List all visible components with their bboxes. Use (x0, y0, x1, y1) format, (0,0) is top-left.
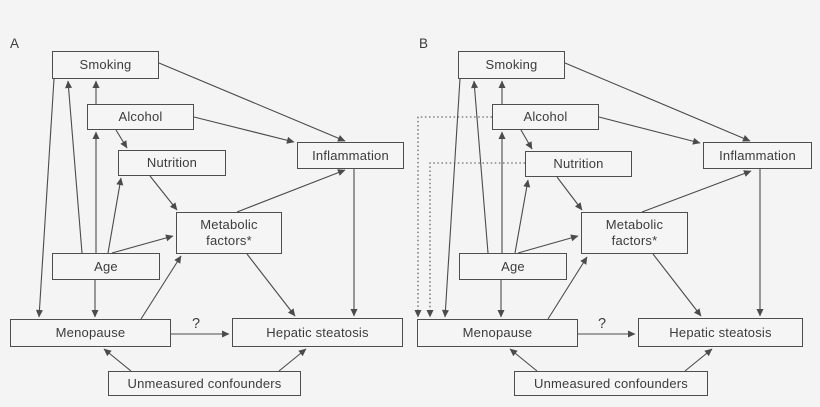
node-a-age: Age (52, 253, 160, 280)
node-b-age: Age (459, 253, 567, 280)
edge-b-age-to-smoking (471, 80, 489, 254)
edge-a-smoking-to-inflammation (158, 62, 346, 142)
edge-b-menopause-to-metabolic-factors (547, 256, 588, 320)
edge-a-metabolic-factors-to-hepatic-steatosis (246, 253, 296, 317)
node-b-nutrition: Nutrition (525, 151, 632, 177)
edge-a-metabolic-factors-to-inflammation (236, 169, 346, 213)
edge-b-smoking-to-menopause (441, 78, 461, 318)
node-b-inflammation: Inflammation (703, 142, 812, 169)
edge-b-nutrition-to-metabolic-factors (556, 176, 583, 211)
edge-label-a-menopause-to-hepatic-steatosis: ? (191, 316, 201, 332)
edge-b-metabolic-factors-to-hepatic-steatosis (652, 253, 702, 317)
node-b-metabolic-factors: Metabolic factors* (581, 212, 688, 254)
node-b-unmeasured-confounders: Unmeasured confounders (514, 371, 708, 396)
node-a-nutrition: Nutrition (118, 150, 226, 176)
edge-b-alcohol-to-inflammation (598, 116, 701, 145)
node-b-hepatic-steatosis: Hepatic steatosis (638, 318, 803, 347)
edge-b-nutrition-to-menopause (426, 162, 525, 318)
edge-a-age-to-smoking (65, 80, 83, 254)
panel-b-label: B (419, 36, 429, 51)
edge-b-age-to-nutrition (514, 179, 531, 254)
edge-b-unmeasured-confounders-to-menopause (509, 348, 538, 372)
edge-label-b-menopause-to-hepatic-steatosis: ? (597, 316, 607, 332)
edge-a-menopause-to-metabolic-factors (140, 255, 182, 320)
node-b-alcohol: Alcohol (492, 104, 599, 130)
edge-b-alcohol-to-menopause (414, 116, 492, 318)
panel-a-label: A (10, 36, 20, 51)
edge-a-age-to-nutrition (107, 177, 124, 254)
node-a-menopause: Menopause (10, 319, 171, 347)
node-a-hepatic-steatosis: Hepatic steatosis (232, 318, 403, 347)
node-a-metabolic-factors: Metabolic factors* (176, 212, 282, 254)
edge-a-unmeasured-confounders-to-hepatic-steatosis (278, 348, 307, 372)
node-b-menopause: Menopause (417, 319, 578, 347)
edge-a-smoking-to-menopause (35, 78, 55, 318)
node-a-unmeasured-confounders: Unmeasured confounders (108, 371, 301, 396)
edge-a-alcohol-to-nutrition (115, 129, 128, 149)
node-a-inflammation: Inflammation (297, 142, 404, 169)
edge-b-smoking-to-inflammation (564, 62, 751, 142)
node-a-alcohol: Alcohol (87, 104, 194, 130)
edge-a-unmeasured-confounders-to-menopause (103, 348, 132, 372)
edge-a-nutrition-to-metabolic-factors (149, 175, 178, 211)
edge-b-unmeasured-confounders-to-hepatic-steatosis (684, 348, 713, 372)
edge-a-alcohol-to-inflammation (193, 116, 295, 144)
node-b-smoking: Smoking (458, 51, 565, 79)
node-a-smoking: Smoking (52, 51, 159, 79)
edge-b-alcohol-to-nutrition (520, 129, 533, 150)
edge-b-age-to-metabolic-factors (517, 234, 579, 254)
edge-b-metabolic-factors-to-inflammation (641, 170, 752, 213)
edge-a-age-to-metabolic-factors (111, 234, 174, 254)
